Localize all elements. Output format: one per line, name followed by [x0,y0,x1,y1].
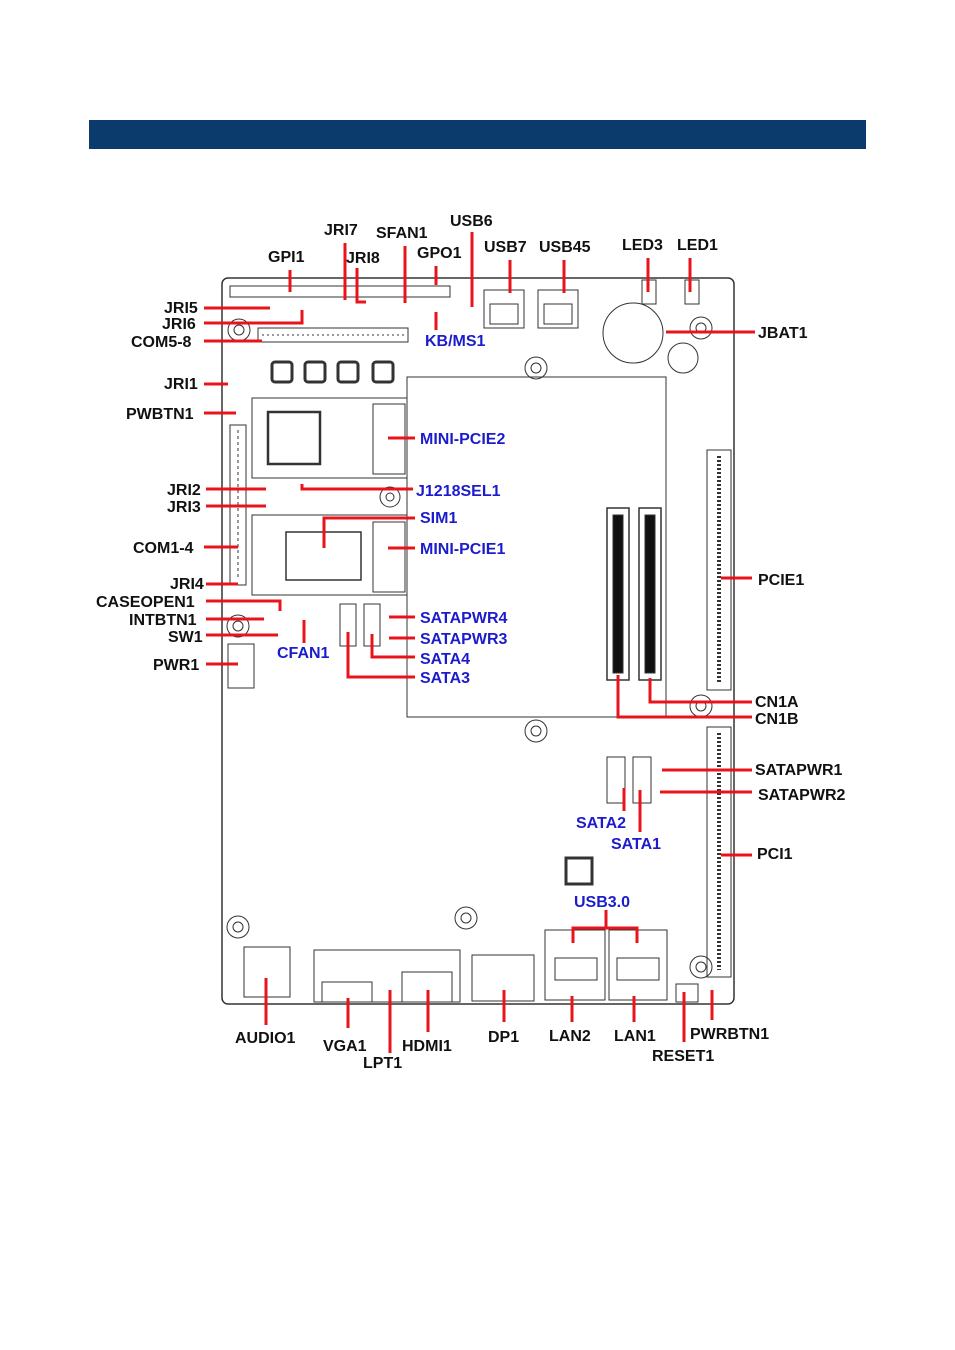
label-led1: LED1 [677,237,718,254]
label-cfan1: CFAN1 [277,645,330,662]
label-audio1: AUDIO1 [235,1030,296,1047]
label-usb7: USB7 [484,239,527,256]
label-led3: LED3 [622,237,663,254]
label-pcie1: PCIE1 [758,572,804,589]
label-reset1: RESET1 [652,1048,714,1065]
label-sata1: SATA1 [611,836,661,853]
label-pwrbtn1: PWRBTN1 [690,1026,769,1043]
label-jri7: JRI7 [324,222,358,239]
label-sfan1: SFAN1 [376,225,428,242]
label-hdmi1: HDMI1 [402,1038,452,1055]
label-lan2: LAN2 [549,1028,591,1045]
label-pwbtn1: PWBTN1 [126,406,194,423]
label-jbat1: JBAT1 [758,325,808,342]
label-dp1: DP1 [488,1029,519,1046]
label-satapwr4: SATAPWR4 [420,610,508,627]
label-caseopen1: CASEOPEN1 [96,594,195,611]
label-pci1: PCI1 [757,846,793,863]
label-satapwr2: SATAPWR2 [758,787,846,804]
label-sata2: SATA2 [576,815,626,832]
label-jri4: JRI4 [170,576,204,593]
label-jri3: JRI3 [167,499,201,516]
label-jri6: JRI6 [162,316,196,333]
label-kbms1: KB/MS1 [425,333,486,350]
label-jri5: JRI5 [164,300,198,317]
label-jri8: JRI8 [346,250,380,267]
label-minipcie1: MINI-PCIE1 [420,541,505,558]
label-sata4: SATA4 [420,651,470,668]
label-lan1: LAN1 [614,1028,656,1045]
component-labels: GPI1 JRI7 JRI8 SFAN1 GPO1 USB6 USB7 USB4… [96,213,846,1072]
label-pwr1: PWR1 [153,657,199,674]
label-com14: COM1-4 [133,540,194,557]
label-jri1: JRI1 [164,376,198,393]
label-minipcie2: MINI-PCIE2 [420,431,505,448]
label-sim1: SIM1 [420,510,457,527]
label-cn1b: CN1B [755,711,799,728]
label-jri2: JRI2 [167,482,201,499]
label-com58: COM5-8 [131,334,192,351]
leader-lines [204,232,755,1053]
board-outline [221,277,735,1005]
label-vga1: VGA1 [323,1038,367,1055]
label-usb45: USB45 [539,239,591,256]
label-gpo1: GPO1 [417,245,462,262]
label-satapwr1: SATAPWR1 [755,762,843,779]
label-cn1a: CN1A [755,694,799,711]
label-usb30: USB3.0 [574,894,630,911]
label-intbtn1: INTBTN1 [129,612,197,629]
label-gpi1: GPI1 [268,249,305,266]
label-lpt1: LPT1 [363,1055,402,1072]
label-satapwr3: SATAPWR3 [420,631,508,648]
label-sata3: SATA3 [420,670,470,687]
section-header-bar [89,120,866,149]
label-j1218sel1: J1218SEL1 [416,483,501,500]
label-usb6: USB6 [450,213,493,230]
label-sw1: SW1 [168,629,203,646]
